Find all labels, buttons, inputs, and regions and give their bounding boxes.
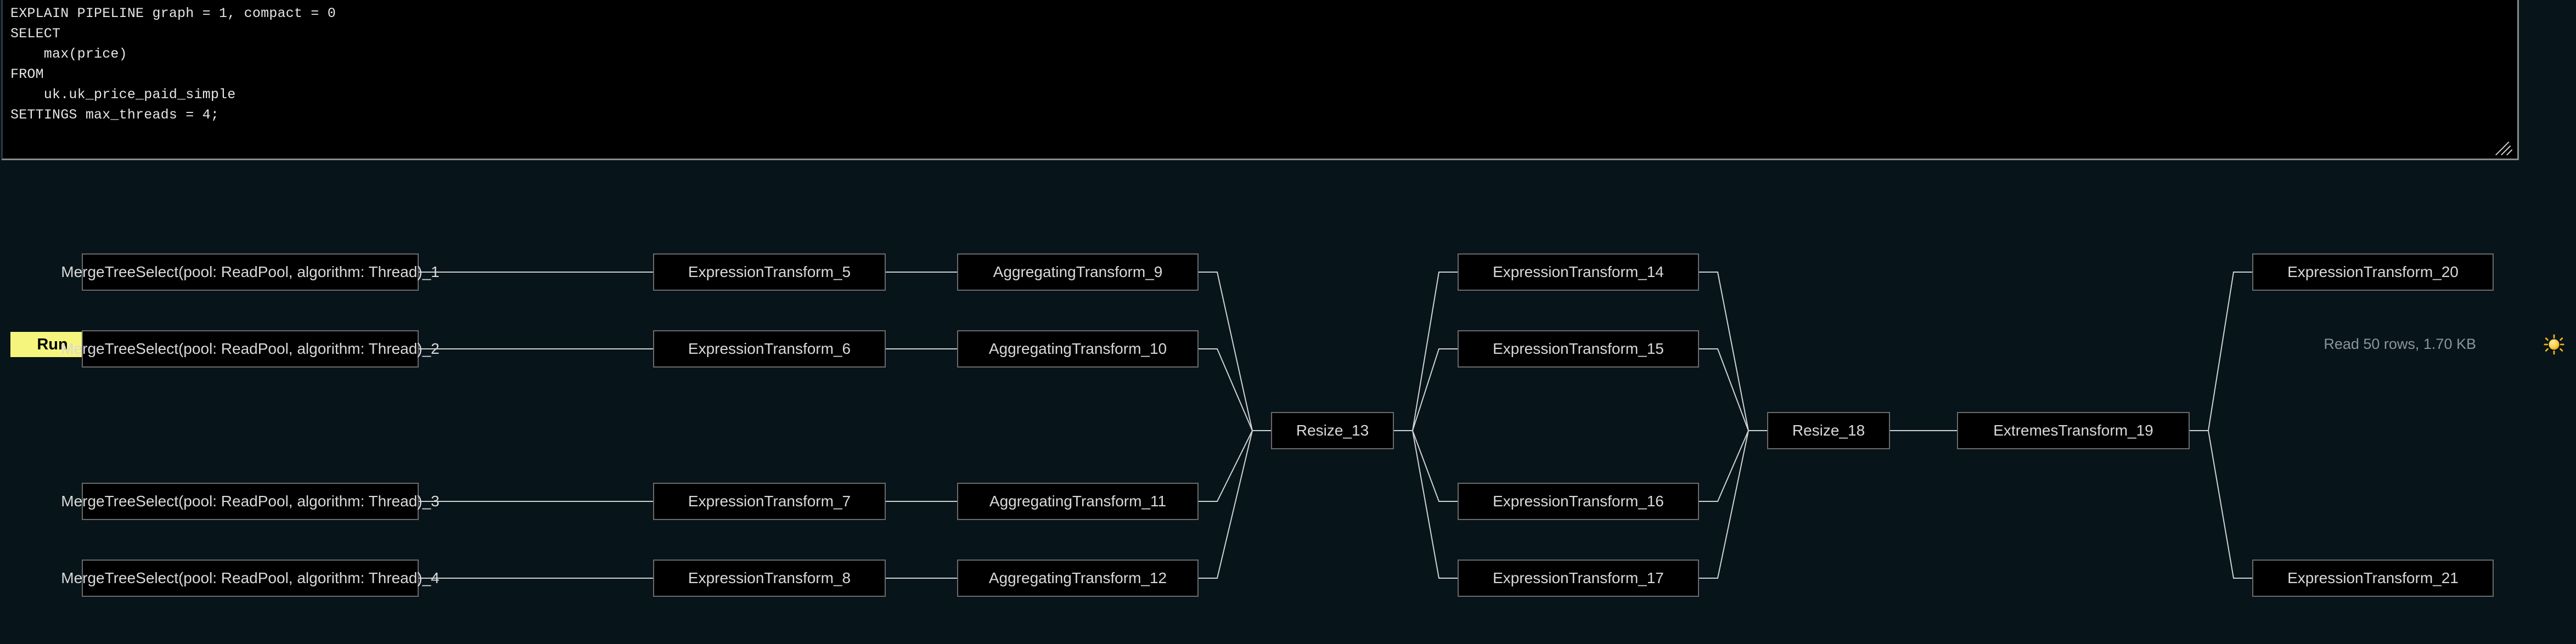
graph-node-label: ExpressionTransform_20 xyxy=(2287,263,2459,280)
graph-node-label: ExpressionTransform_14 xyxy=(1493,263,1664,280)
graph-node[interactable]: ExpressionTransform_5 xyxy=(653,253,886,291)
graph-node[interactable]: ExpressionTransform_16 xyxy=(1458,483,1699,520)
graph-edge xyxy=(1199,430,1271,502)
graph-edge xyxy=(2190,272,2252,431)
graph-node-label: ExpressionTransform_6 xyxy=(688,340,851,357)
graph-edge xyxy=(1394,430,1458,502)
graph-edge xyxy=(1199,348,1271,431)
graph-node[interactable]: Resize_13 xyxy=(1271,412,1394,449)
graph-node[interactable]: ExpressionTransform_7 xyxy=(653,483,886,520)
graph-node[interactable]: ExpressionTransform_15 xyxy=(1458,330,1699,368)
graph-node-label: MergeTreeSelect(pool: ReadPool, algorith… xyxy=(61,263,440,280)
graph-node-label: ExtremesTransform_19 xyxy=(1993,422,2153,439)
graph-node-label: ExpressionTransform_17 xyxy=(1493,569,1664,586)
graph-node-label: ExpressionTransform_8 xyxy=(688,569,851,586)
sql-query-input[interactable] xyxy=(1,0,2519,160)
graph-edge xyxy=(1394,272,1458,431)
graph-node-label: ExpressionTransform_15 xyxy=(1493,340,1664,357)
graph-node-label: ExpressionTransform_21 xyxy=(2287,569,2459,586)
graph-node-label: AggregatingTransform_11 xyxy=(989,493,1167,510)
graph-node-label: MergeTreeSelect(pool: ReadPool, algorith… xyxy=(61,340,440,357)
graph-node[interactable]: ExpressionTransform_8 xyxy=(653,560,886,597)
graph-edge xyxy=(1699,272,1767,431)
query-toolbar: Run (Ctrl/Cmd+Enter) ✓ 0.00 sec. Read 50… xyxy=(0,161,2576,357)
graph-node[interactable]: MergeTreeSelect(pool: ReadPool, algorith… xyxy=(61,483,440,520)
graph-edge xyxy=(1394,430,1458,579)
graph-node[interactable]: MergeTreeSelect(pool: ReadPool, algorith… xyxy=(61,560,440,597)
graph-node[interactable]: MergeTreeSelect(pool: ReadPool, algorith… xyxy=(61,330,440,368)
graph-node-label: ExpressionTransform_16 xyxy=(1493,493,1664,510)
graph-edge xyxy=(1199,272,1271,431)
graph-edge xyxy=(1699,348,1767,431)
read-stats-label: Read 50 rows, 1.70 KB xyxy=(2324,336,2476,352)
graph-node[interactable]: ExpressionTransform_6 xyxy=(653,330,886,368)
graph-edge xyxy=(1699,430,1767,579)
graph-node-label: Resize_18 xyxy=(1792,422,1865,439)
graph-node[interactable]: ExpressionTransform_17 xyxy=(1458,560,1699,597)
pipeline-graph: MergeTreeSelect(pool: ReadPool, algorith… xyxy=(0,204,2576,644)
graph-edge xyxy=(2190,430,2252,579)
graph-node-label: Resize_13 xyxy=(1296,422,1369,439)
graph-edge xyxy=(1199,430,1271,579)
graph-node-label: MergeTreeSelect(pool: ReadPool, algorith… xyxy=(61,569,440,586)
graph-node[interactable]: AggregatingTransform_11 xyxy=(957,483,1199,520)
graph-node[interactable]: AggregatingTransform_9 xyxy=(957,253,1199,291)
graph-node[interactable]: ExpressionTransform_20 xyxy=(2252,253,2494,291)
graph-edge xyxy=(1394,348,1458,431)
pipeline-edges xyxy=(419,272,2252,579)
graph-node-label: AggregatingTransform_12 xyxy=(988,569,1167,586)
graph-node-label: AggregatingTransform_10 xyxy=(988,340,1167,357)
graph-node-label: ExpressionTransform_5 xyxy=(688,263,851,280)
sql-editor-panel xyxy=(0,0,2576,161)
graph-node[interactable]: AggregatingTransform_12 xyxy=(957,560,1199,597)
sun-icon[interactable] xyxy=(2543,334,2565,355)
graph-edge xyxy=(1699,430,1767,502)
graph-node-label: MergeTreeSelect(pool: ReadPool, algorith… xyxy=(61,493,440,510)
graph-node[interactable]: Resize_18 xyxy=(1767,412,1890,449)
graph-node-label: ExpressionTransform_7 xyxy=(688,493,851,510)
graph-node[interactable]: ExpressionTransform_21 xyxy=(2252,560,2494,597)
graph-node[interactable]: MergeTreeSelect(pool: ReadPool, algorith… xyxy=(61,253,440,291)
run-button[interactable]: Run xyxy=(10,332,94,357)
graph-node-label: AggregatingTransform_9 xyxy=(993,263,1163,280)
graph-node[interactable]: ExpressionTransform_14 xyxy=(1458,253,1699,291)
graph-node[interactable]: ExtremesTransform_19 xyxy=(1957,412,2190,449)
graph-node[interactable]: AggregatingTransform_10 xyxy=(957,330,1199,368)
